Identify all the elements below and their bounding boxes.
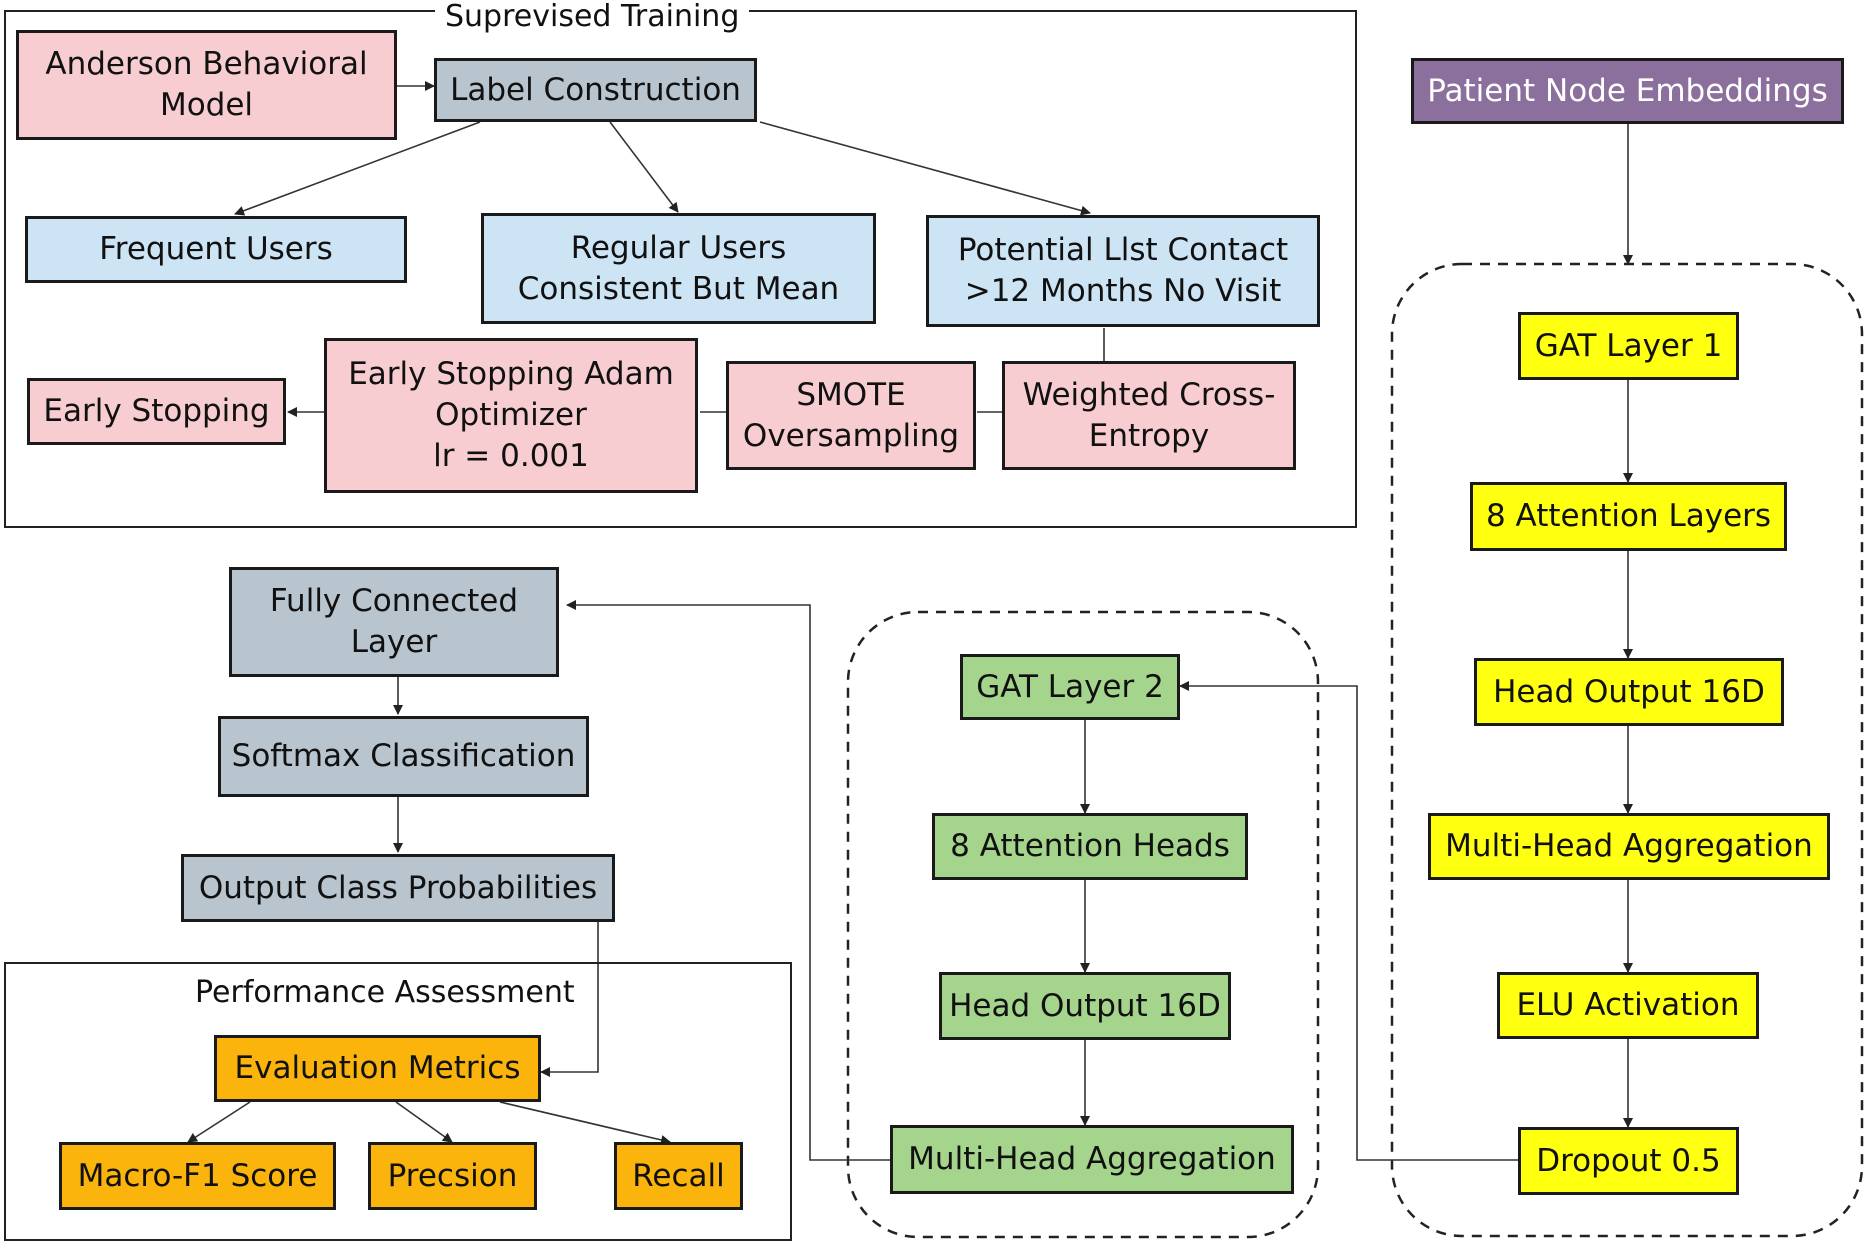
eval-metrics-label: Evaluation Metrics [234, 1050, 521, 1086]
early-stopping-label: Early Stopping [43, 393, 270, 429]
head-output-1-node: Head Output 16D [1474, 658, 1784, 726]
macro-f1-score-node: Macro-F1 Score [59, 1142, 336, 1210]
head-output-2-label: Head Output 16D [949, 987, 1221, 1024]
gat-layer-1-node: GAT Layer 1 [1518, 312, 1739, 380]
fully-connected-label: Fully Connected Layer [269, 583, 519, 660]
arrow-eval-to-recall [499, 1101, 671, 1145]
arrow-label-to-regular [609, 121, 679, 213]
weighted-cross-entropy-node: Weighted Cross- Entropy [1002, 361, 1296, 470]
patient-embeddings-label: Patient Node Embeddings [1427, 72, 1828, 109]
softmax-label: Softmax Classification [231, 738, 576, 774]
attention-layers-node: 8 Attention Layers [1470, 482, 1787, 551]
adam-optimizer-label: Early Stopping Adam Optimizer lr = 0.001 [348, 356, 674, 474]
arrow-eval-to-precision [395, 1101, 453, 1143]
dropout-node: Dropout 0.5 [1518, 1127, 1739, 1195]
fully-connected-layer-node: Fully Connected Layer [229, 567, 559, 677]
softmax-classification-node: Softmax Classification [218, 716, 589, 797]
macro-f1-label: Macro-F1 Score [77, 1157, 318, 1194]
potential-lost-contact-label: Potential Llst Contact >12 Months No Vis… [957, 232, 1289, 309]
attention-layers-label: 8 Attention Layers [1485, 498, 1772, 534]
precision-node: Precsion [368, 1142, 537, 1210]
arrow-dropout-to-gat2 [1179, 681, 1518, 1161]
multi-head-aggregation-2-node: Multi-Head Aggregation [890, 1125, 1294, 1194]
arrow-output-to-eval [540, 922, 599, 1077]
dropout-label: Dropout 0.5 [1536, 1142, 1721, 1179]
gat1-dashed-group [1390, 262, 1864, 1238]
smote-oversampling-node: SMOTE Oversampling [726, 361, 976, 470]
gat-layer-2-label: GAT Layer 2 [976, 668, 1164, 705]
attention-heads-node: 8 Attention Heads [932, 813, 1248, 880]
gat2-dashed-group [846, 610, 1320, 1239]
regular-users-node: Regular Users Consistent But Mean [481, 213, 876, 324]
arrow-mha2-to-fc [566, 600, 890, 1161]
anderson-behavioral-model-node: Anderson Behavioral Model [16, 30, 397, 140]
potential-lost-contact-node: Potential Llst Contact >12 Months No Vis… [926, 215, 1320, 327]
arrow-eval-to-macro [187, 1101, 251, 1143]
evaluation-metrics-node: Evaluation Metrics [214, 1035, 541, 1102]
mha-2-label: Multi-Head Aggregation [908, 1141, 1276, 1177]
output-probs-label: Output Class Probabilities [198, 869, 598, 906]
gat-layer-2-node: GAT Layer 2 [960, 654, 1180, 720]
patient-node-embeddings-node: Patient Node Embeddings [1411, 58, 1844, 124]
arrow-label-to-potential [759, 121, 1091, 216]
smote-label: SMOTE Oversampling [742, 376, 960, 454]
weighted-cross-entropy-label: Weighted Cross- Entropy [1022, 376, 1276, 454]
elu-label: ELU Activation [1516, 987, 1740, 1023]
elu-activation-node: ELU Activation [1497, 972, 1759, 1039]
recall-node: Recall [614, 1142, 743, 1210]
recall-label: Recall [632, 1157, 725, 1194]
head-output-2-node: Head Output 16D [939, 972, 1231, 1040]
head-output-1-label: Head Output 16D [1493, 673, 1765, 710]
performance-assessment-title: Performance Assessment [185, 976, 585, 1010]
early-stopping-node: Early Stopping [27, 378, 286, 445]
label-construction-label: Label Construction [450, 71, 741, 108]
performance-assessment-group [4, 962, 792, 1241]
frequent-users-node: Frequent Users [25, 216, 407, 283]
label-construction-node: Label Construction [434, 58, 757, 122]
output-class-probabilities-node: Output Class Probabilities [181, 854, 615, 922]
adam-optimizer-node: Early Stopping Adam Optimizer lr = 0.001 [324, 338, 698, 493]
multi-head-aggregation-1-node: Multi-Head Aggregation [1428, 813, 1830, 880]
attention-heads-label: 8 Attention Heads [950, 828, 1230, 864]
gat-layer-1-label: GAT Layer 1 [1534, 327, 1723, 364]
supervised-training-title: Suprevised Training [435, 0, 750, 34]
mha-1-label: Multi-Head Aggregation [1445, 828, 1813, 864]
arrow-label-to-frequent [234, 121, 481, 216]
precision-label: Precsion [387, 1157, 518, 1194]
anderson-label: Anderson Behavioral Model [45, 46, 368, 123]
frequent-users-label: Frequent Users [99, 231, 333, 267]
regular-users-label: Regular Users Consistent But Mean [517, 229, 840, 307]
